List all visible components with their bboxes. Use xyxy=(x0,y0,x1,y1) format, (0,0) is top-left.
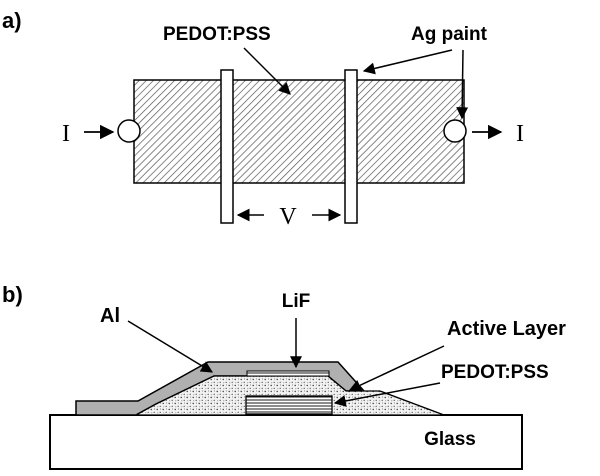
current-in-label: I xyxy=(62,121,70,147)
active-layer-pointer xyxy=(348,345,445,391)
ag-strip-left xyxy=(220,69,234,224)
glass-label: Glass xyxy=(424,429,476,450)
pedot-pointer-b xyxy=(333,382,441,407)
lif-label: LiF xyxy=(282,291,311,312)
pedot-label-a: PEDOT:PSS xyxy=(163,24,271,45)
active-layer-label: Active Layer xyxy=(447,318,566,340)
lif-layer xyxy=(246,370,330,377)
ag-pointer-contact xyxy=(456,49,469,120)
pedot-label-b: PEDOT:PSS xyxy=(441,362,549,383)
ag-strip-right xyxy=(344,69,358,224)
glass-substrate xyxy=(49,414,523,470)
panel-a-tag: a) xyxy=(2,8,22,33)
ag-paint-label: Ag paint xyxy=(411,24,488,45)
pedot-layer xyxy=(245,395,333,415)
al-label: Al xyxy=(100,305,120,327)
contact-right xyxy=(443,119,467,143)
ag-pointer-strip xyxy=(362,49,453,75)
voltage-label: V xyxy=(279,204,297,230)
al-pointer xyxy=(127,320,214,373)
pedot-film xyxy=(133,79,465,184)
contact-left xyxy=(117,119,141,143)
pedot-pointer-a xyxy=(243,47,291,95)
panel-b-tag: b) xyxy=(2,282,23,307)
current-out-label: I xyxy=(516,121,524,147)
